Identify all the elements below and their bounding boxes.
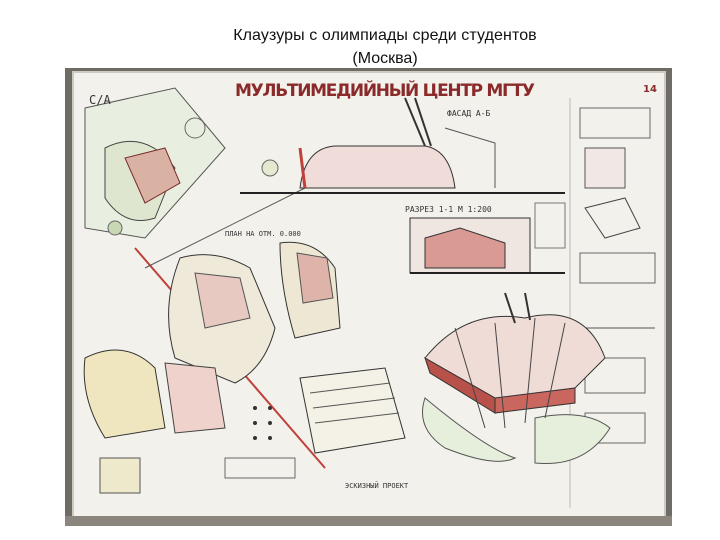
site-plan: С/А xyxy=(84,87,226,239)
photo-bottom-edge xyxy=(65,516,672,526)
poster-sheet-number: 14 xyxy=(643,84,657,95)
plan-label: ПЛАН НА ОТМ. 0.000 xyxy=(225,230,301,238)
floor-plan: ПЛАН НА ОТМ. 0.000 xyxy=(83,230,341,494)
page-subtitle: (Москва) xyxy=(352,50,418,67)
detail-column xyxy=(569,98,656,508)
svg-text:ФАСАД А-Б: ФАСАД А-Б xyxy=(447,109,491,118)
section-drawing: РАЗРЕЗ 1-1 М 1:200 xyxy=(405,202,566,274)
poster-drawing: МУЛЬТИМЕДИЙНЫЙ ЦЕНТР МГТУ 14 С/А ФАСАД А… xyxy=(65,68,672,526)
elevation-drawing: ФАСАД А-Б xyxy=(240,97,565,194)
perspective-drawing xyxy=(422,292,611,465)
poster-photo: МУЛЬТИМЕДИЙНЫЙ ЦЕНТР МГТУ 14 С/А ФАСАД А… xyxy=(65,68,672,526)
poster-heading: МУЛЬТИМЕДИЙНЫЙ ЦЕНТР МГТУ xyxy=(235,79,535,101)
page-title: Клаузуры с олимпиады среди студентов xyxy=(233,27,537,44)
footer-note: ЭСКИЗНЫЙ ПРОЕКТ xyxy=(345,481,409,490)
svg-text:С/А: С/А xyxy=(89,93,111,107)
section-label: РАЗРЕЗ 1-1 М 1:200 xyxy=(405,205,492,214)
auditorium-plan xyxy=(224,367,406,479)
